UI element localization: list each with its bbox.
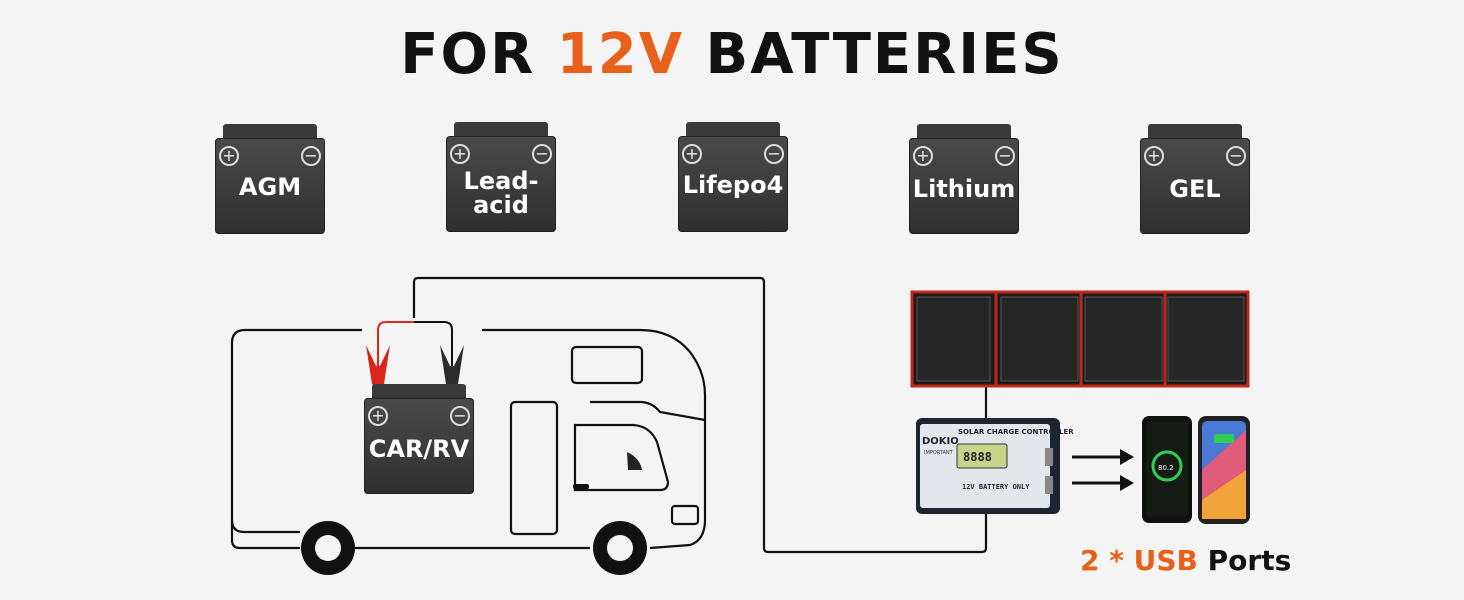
minus-terminal-icon: −: [301, 146, 321, 166]
phone-icon: [1142, 416, 1192, 523]
black-clip-icon: [440, 345, 464, 390]
battery-label: AGM: [238, 173, 302, 201]
battery-label: CAR/RV: [368, 435, 470, 463]
title-suffix: BATTERIES: [684, 22, 1064, 87]
battery-agm: + − AGM: [215, 124, 325, 234]
battery-label-line1: Lead-: [463, 167, 539, 195]
plus-terminal-icon: +: [368, 406, 388, 426]
controller-brand: DOKIO: [922, 436, 959, 447]
plus-terminal-icon: +: [682, 144, 702, 164]
battery-label: GEL: [1169, 175, 1221, 203]
page-title: FOR 12V BATTERIES: [0, 22, 1464, 87]
usb-suffix: Ports: [1197, 544, 1292, 577]
battery-label: Lifepo4: [682, 171, 784, 199]
battery-gel: + − GEL: [1140, 124, 1250, 234]
battery-lithium: + − Lithium: [909, 124, 1019, 234]
red-clip-cable: [377, 321, 414, 366]
black-clip-cable: [414, 321, 453, 366]
charge-controller: [916, 418, 1060, 514]
phone-icon: [1198, 416, 1250, 524]
controller-footer: 12V BATTERY ONLY: [962, 483, 1030, 491]
battery-car-rv: + − CAR/RV: [364, 384, 474, 494]
usb-ports-caption: 2 * USB Ports: [1080, 544, 1291, 577]
battery-label-line2: acid: [473, 191, 529, 219]
controller-display: 8888: [963, 450, 992, 464]
arrow-right-icon: [1072, 475, 1134, 491]
battery-lead-acid: + − Lead- acid: [446, 122, 556, 232]
arrow-right-icon: [1072, 449, 1134, 465]
title-voltage: 12V: [556, 22, 685, 87]
red-clip-icon: [366, 345, 390, 390]
rv-outline-icon: [230, 328, 707, 550]
charging-cable: [412, 276, 988, 554]
minus-terminal-icon: −: [450, 406, 470, 426]
minus-terminal-icon: −: [532, 144, 552, 164]
mirror-icon: [627, 452, 642, 470]
title-prefix: FOR: [400, 22, 557, 87]
usb-count: 2 * USB: [1080, 544, 1198, 577]
battery-lifepo4: + − Lifepo4: [678, 122, 788, 232]
wheel-icon: [593, 521, 647, 575]
plus-terminal-icon: +: [450, 144, 470, 164]
plus-terminal-icon: +: [219, 146, 239, 166]
plus-terminal-icon: +: [1144, 146, 1164, 166]
solar-panel-icon: [910, 290, 1250, 388]
controller-header: SOLAR CHARGE CONTROLLER: [958, 428, 1074, 436]
battery-label: Lithium: [912, 175, 1016, 203]
plus-terminal-icon: +: [913, 146, 933, 166]
minus-terminal-icon: −: [764, 144, 784, 164]
controller-important: IMPORTANT: [924, 450, 954, 456]
minus-terminal-icon: −: [995, 146, 1015, 166]
phone-charge-readout: 80.2: [1158, 464, 1174, 472]
wheel-icon: [301, 521, 355, 575]
minus-terminal-icon: −: [1226, 146, 1246, 166]
